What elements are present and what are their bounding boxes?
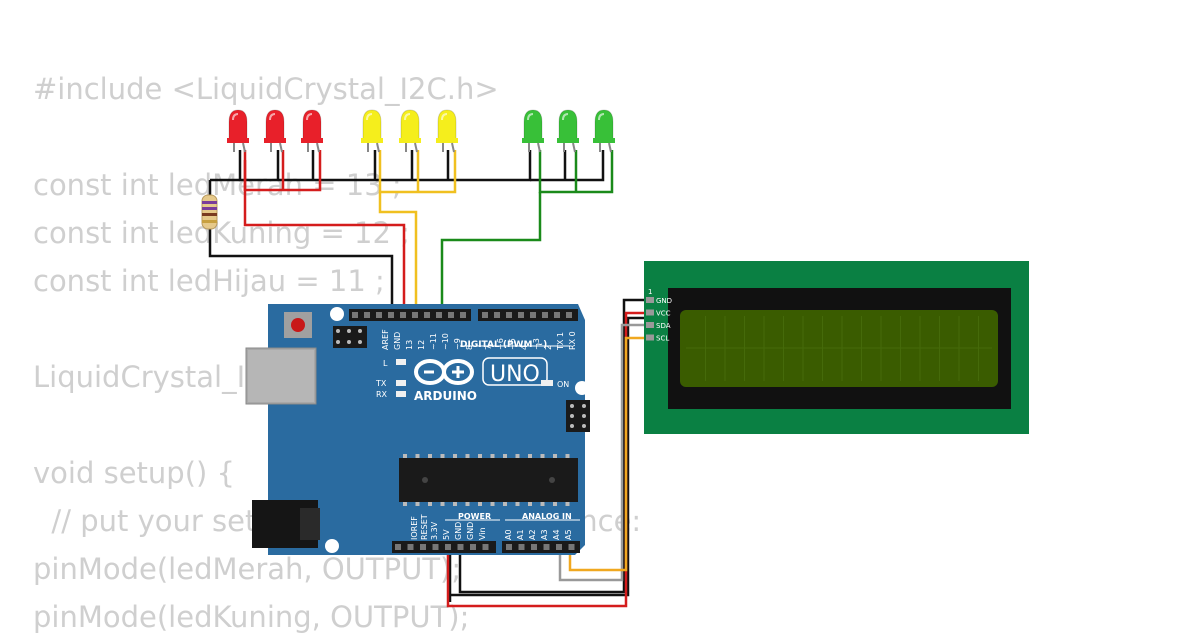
digital-pin-label: 13 [405,340,414,350]
lcd-sda-wire [558,323,650,582]
digital-pin-label: 8 [465,345,474,350]
digital-pin-label: ~3 [532,338,541,350]
lcd-pin-label: SDA [656,322,671,330]
led-l [396,359,406,365]
code-line: const int ledHijau = 11 ; [33,264,385,298]
code-line: const int ledKuning = 12 ; [33,216,410,250]
board-model: UNO [490,362,540,387]
board-brand: ARDUINO [414,389,477,403]
lcd-pin [646,322,654,328]
power-pin-label: Vin [478,527,487,540]
ground-drop-wires-2 [530,150,605,182]
icsp-header-2 [566,400,590,432]
digital-pin-label: AREF [381,329,390,350]
led-rx-label: RX [376,390,388,399]
power-label: POWER [458,512,491,521]
resistor [201,194,218,230]
digital-pin-label: ~10 [441,333,450,350]
digital-pin-label: 2 [544,345,553,350]
analog-header [502,541,580,553]
uno-badge [482,357,548,386]
digital-pin-label: GND [393,332,402,350]
power-pin-label: IOREF [410,516,419,540]
led-on-label: ON [557,380,569,389]
digital-pin-label: ~6 [496,338,505,350]
led-tx [396,380,406,386]
digital-pin-label: ~5 [508,338,517,350]
lcd-pin [646,334,654,341]
lcd-pin [646,297,654,303]
analog-pin-label: A0 [504,529,513,540]
yellow-led-bridge-wire [378,150,457,194]
arduino-logo [414,359,474,385]
red-led [264,109,286,153]
mount-hole [325,539,339,553]
lcd-pin-label: GND [656,297,672,305]
led-l-label: L [383,359,388,368]
green-led [557,109,579,153]
lcd-gnd-wire-2 [458,298,650,594]
led-array [227,109,615,153]
lcd-pin1-label: 1 [648,288,652,296]
digital-pin-label: 4 [520,345,529,350]
analog-pin-label: A3 [540,529,549,540]
power-pin-label: GND [454,522,463,540]
ground-rail-wire [238,150,532,182]
red-led [301,109,323,153]
digital-pin-label: 12 [417,340,426,350]
power-pin-label: GND [466,522,475,540]
led-rx [396,391,406,397]
code-line: void setup() { [33,456,235,490]
resistor-gnd-wire [208,178,394,313]
power-pin-label: 5V [442,529,451,540]
led-on [541,380,553,386]
code-line: pinMode(ledKuning, OUTPUT); [33,600,470,634]
lcd-pin-label: SCL [656,335,669,343]
green-led [593,109,615,153]
lcd-i2c-module: 1 GND VCC SDA SCL [644,261,1029,434]
power-pin-label: 3.3V [430,521,439,540]
digital-pin-label: TX 1 [556,332,565,351]
digital-pin-label: ~11 [429,333,438,350]
analog-pin-label: A2 [528,529,537,540]
yellow-led [436,109,458,153]
analog-pin-label: A4 [552,529,561,540]
lcd-scl-wire [568,336,650,572]
green-led-wire [429,192,542,315]
analog-label: ANALOG IN [522,512,572,521]
mount-hole [330,307,344,321]
green-led [522,109,544,153]
reset-button-cap[interactable] [291,318,305,332]
digital-pin-label: 7 [484,345,493,350]
yellow-led-wire [378,192,418,313]
digital-pin-label: RX 0 [568,331,577,350]
digital-header-right [478,309,578,321]
analog-pin-label: A1 [516,529,525,540]
code-line: #include <LiquidCrystal_I2C.h> [33,72,499,106]
yellow-led [361,109,383,153]
digital-header-label: DIGITAL (PWM ~) [460,340,547,350]
code-line: const int ledMerah = 13 ; [33,168,402,202]
power-pin-label: RESET [420,514,429,540]
mount-hole [575,381,589,395]
lcd-pin [646,309,654,316]
lcd-pin-label: VCC [656,310,671,318]
green-led-bridge-wire [538,150,614,194]
digital-pin-label: ~9 [453,338,462,350]
lcd-vcc-wire [446,311,650,608]
code-line: pinMode(ledMerah, OUTPUT); [33,552,462,586]
analog-pin-label: A5 [564,529,573,540]
atmega-chip [399,458,578,502]
led-tx-label: TX [375,379,387,388]
ground-drop-wires [276,150,450,180]
red-led-bridge-wire [243,150,322,192]
yellow-led [399,109,421,153]
red-led [227,109,249,153]
